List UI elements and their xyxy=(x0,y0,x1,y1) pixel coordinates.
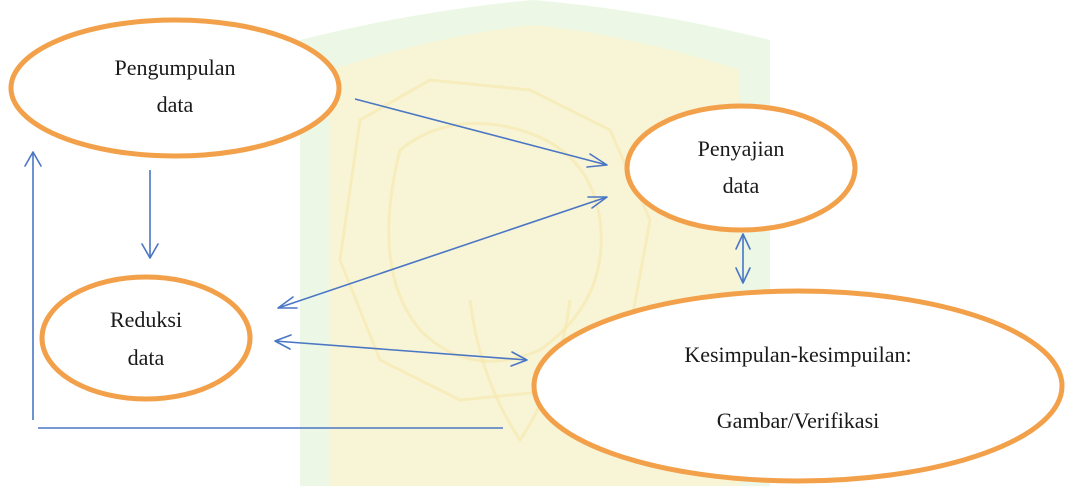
arrowhead-to-penyajian xyxy=(587,196,608,209)
node-penyajian-line2: data xyxy=(723,173,760,198)
arrowhead-pengumpulan-to-penyajian xyxy=(586,153,608,168)
node-kesimpulan: Kesimpulan-kesimpuilan: Gambar/Verifikas… xyxy=(531,288,1065,484)
arrow-reduksi-kesimpulan xyxy=(274,340,528,361)
arrow-pengumpulan-to-penyajian xyxy=(354,98,608,166)
node-reduksi-line2: data xyxy=(128,345,165,370)
node-kesimpulan-ellipse xyxy=(531,288,1065,484)
arrow-reduksi-penyajian xyxy=(277,196,608,309)
arrowhead-pengumpulan-to-reduksi xyxy=(141,243,159,259)
watermark-ornament-inner xyxy=(387,121,603,363)
node-penyajian: Penyajian data xyxy=(624,103,858,233)
arrowhead-to-reduksi xyxy=(277,296,298,309)
arrowhead-to-kesimpulan xyxy=(510,351,528,367)
node-kesimpulan-line2: Gambar/Verifikasi xyxy=(717,408,880,433)
feedback-left-arrowhead xyxy=(24,151,42,167)
arrowhead-to-reduksi-2 xyxy=(274,334,292,350)
node-penyajian-ellipse xyxy=(624,103,858,233)
node-reduksi-line1: Reduksi xyxy=(110,307,182,332)
node-pengumpulan: Pengumpulan data xyxy=(8,17,342,159)
arrowhead-to-penyajian-2 xyxy=(735,233,751,250)
node-pengumpulan-ellipse xyxy=(8,17,342,159)
node-reduksi-ellipse xyxy=(39,274,253,402)
arrowhead-to-kesimpulan-2 xyxy=(735,267,751,284)
node-pengumpulan-line2: data xyxy=(157,92,194,117)
node-pengumpulan-line1: Pengumpulan xyxy=(115,55,236,80)
node-reduksi: Reduksi data xyxy=(39,274,253,402)
node-kesimpulan-line1: Kesimpulan-kesimpuilan: xyxy=(684,342,911,367)
node-penyajian-line1: Penyajian xyxy=(698,136,785,161)
